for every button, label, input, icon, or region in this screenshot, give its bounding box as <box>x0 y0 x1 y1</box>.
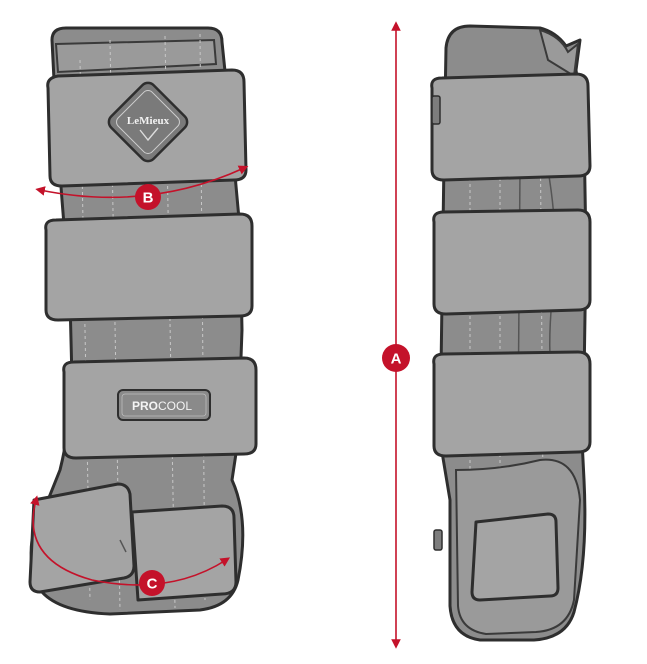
measure-c-label: C <box>147 576 158 593</box>
boot-front-view: LeMieux PROCOOL <box>28 26 258 616</box>
boot-side-view <box>430 24 592 642</box>
measure-a: A <box>382 21 410 649</box>
measure-a-label: A <box>391 351 402 368</box>
brand-logo: LeMieux <box>107 81 189 163</box>
heel-tab <box>470 512 560 602</box>
measure-c-arc <box>30 495 231 586</box>
boot-front-top-lining <box>54 38 218 74</box>
boot-side-top-flap <box>538 28 580 78</box>
measure-c-badge <box>139 570 165 596</box>
side-middle-strap <box>432 208 592 316</box>
measure-c: C <box>30 495 231 596</box>
side-top-strap <box>430 72 592 182</box>
measure-b: B <box>35 165 249 210</box>
measure-a-badge <box>382 344 410 372</box>
product-label-text: PROCOOL <box>132 399 192 413</box>
product-label-light: COOL <box>158 399 192 413</box>
middle-strap <box>44 212 254 322</box>
measure-b-label: B <box>143 190 154 207</box>
measure-b-badge <box>135 184 161 210</box>
side-lower-strap <box>432 350 592 458</box>
brand-name: LeMieux <box>127 115 170 127</box>
foot-strap <box>28 482 136 594</box>
product-label: PROCOOL <box>117 389 211 421</box>
product-label-bold: PRO <box>132 399 158 413</box>
